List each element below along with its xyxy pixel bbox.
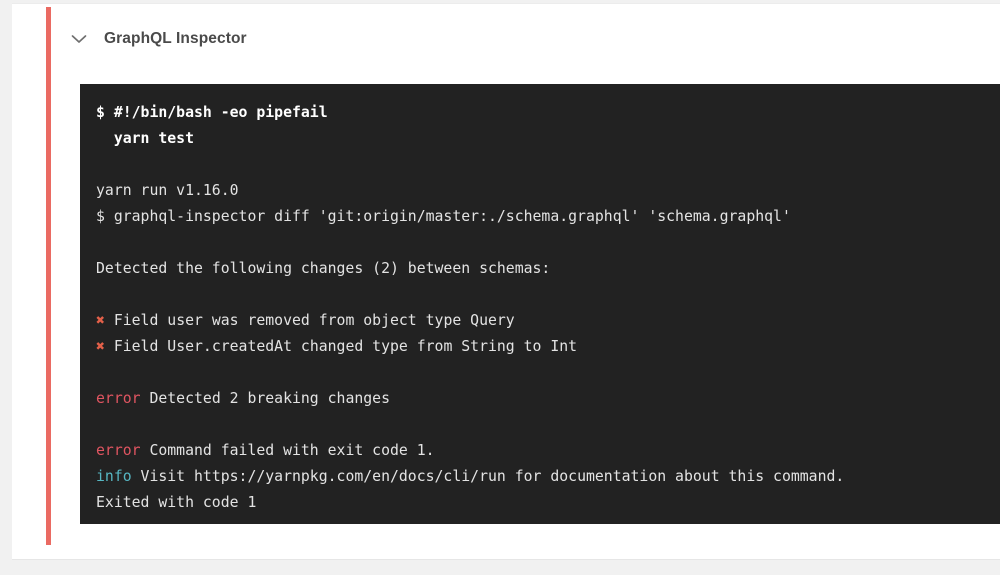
- terminal-line: [96, 152, 994, 178]
- terminal-line: [96, 230, 994, 256]
- terminal-line: info Visit https://yarnpkg.com/en/docs/c…: [96, 464, 994, 490]
- terminal-command-text: yarn test: [96, 130, 194, 147]
- terminal-line-text: yarn run v1.16.0: [96, 182, 239, 199]
- terminal-line: yarn test: [96, 126, 994, 152]
- terminal-level-tag-info: info: [96, 468, 132, 485]
- terminal-line: [96, 360, 994, 386]
- terminal-level-tag-error: error: [96, 390, 141, 407]
- terminal-line-text: $ graphql-inspector diff 'git:origin/mas…: [96, 208, 791, 225]
- terminal-line: $ #!/bin/bash -eo pipefail: [96, 100, 994, 126]
- terminal-line-text: Detected the following changes (2) betwe…: [96, 260, 551, 277]
- terminal-command-text: $ #!/bin/bash -eo pipefail: [96, 104, 328, 121]
- terminal-line: [96, 282, 994, 308]
- terminal-log-lines: $ #!/bin/bash -eo pipefail yarn test yar…: [96, 100, 994, 516]
- job-card: GraphQL Inspector $ #!/bin/bash -eo pipe…: [12, 3, 1000, 560]
- terminal-line: ✖ Field User.createdAt changed type from…: [96, 334, 994, 360]
- terminal-line: $ graphql-inspector diff 'git:origin/mas…: [96, 204, 994, 230]
- job-header[interactable]: GraphQL Inspector: [68, 22, 247, 56]
- terminal-line: Detected the following changes (2) betwe…: [96, 256, 994, 282]
- terminal-line-text: Exited with code 1: [96, 494, 257, 511]
- terminal-line: yarn run v1.16.0: [96, 178, 994, 204]
- terminal-line-text: Field user was removed from object type …: [104, 312, 515, 329]
- terminal-line: error Detected 2 breaking changes: [96, 386, 994, 412]
- chevron-down-icon[interactable]: [68, 28, 90, 50]
- terminal-log-panel[interactable]: $ #!/bin/bash -eo pipefail yarn test yar…: [80, 84, 1000, 524]
- cross-mark-icon: ✖: [96, 312, 105, 329]
- terminal-line: [96, 412, 994, 438]
- terminal-line-text: Command failed with exit code 1.: [140, 442, 435, 459]
- terminal-line: ✖ Field user was removed from object typ…: [96, 308, 994, 334]
- terminal-line-text: Detected 2 breaking changes: [140, 390, 390, 407]
- terminal-line-text: Visit https://yarnpkg.com/en/docs/cli/ru…: [131, 468, 845, 485]
- terminal-line-text: Field User.createdAt changed type from S…: [104, 338, 578, 355]
- cross-mark-icon: ✖: [96, 338, 105, 355]
- job-title: GraphQL Inspector: [104, 30, 247, 47]
- job-status-accent-bar: [46, 7, 51, 545]
- terminal-line: Exited with code 1: [96, 490, 994, 516]
- terminal-line: error Command failed with exit code 1.: [96, 438, 994, 464]
- terminal-level-tag-error: error: [96, 442, 141, 459]
